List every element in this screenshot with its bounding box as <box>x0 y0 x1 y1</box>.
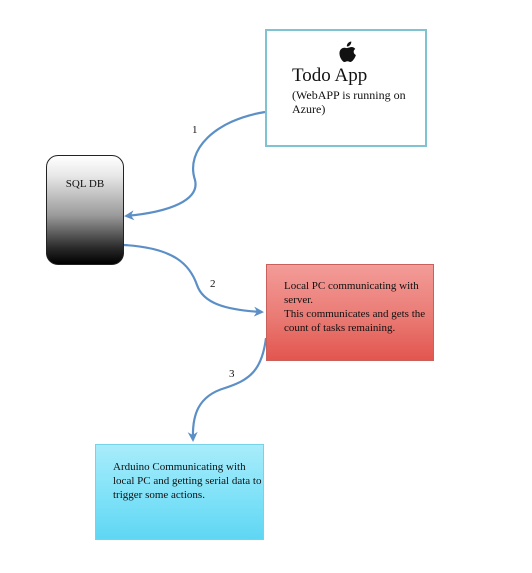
arrow-1 <box>124 110 266 221</box>
todo-app-node: Todo App (WebAPP is running on Azure) <box>265 29 427 147</box>
local-pc-text: Local PC communicating with server. This… <box>284 279 432 335</box>
sql-db-label: SQL DB <box>65 178 105 190</box>
arrow-2 <box>123 243 264 317</box>
local-pc-node: Local PC communicating with server. This… <box>266 264 434 361</box>
edge-label-2: 2 <box>210 278 216 290</box>
local-pc-line-2: This communicates and gets the count of … <box>284 308 426 334</box>
edge-label-3: 3 <box>229 368 235 380</box>
edge-label-1: 1 <box>192 124 198 136</box>
arduino-node: Arduino Communicating with local PC and … <box>95 444 264 540</box>
local-pc-line-1: Local PC communicating with server. <box>284 280 419 306</box>
apple-logo-icon <box>339 41 356 62</box>
todo-app-title: Todo App <box>292 65 368 86</box>
arrow-3 <box>187 337 268 442</box>
todo-app-subtitle: (WebAPP is running on Azure) <box>292 88 406 116</box>
arduino-text: Arduino Communicating with local PC and … <box>113 461 262 501</box>
sql-db-node: SQL DB <box>46 155 124 265</box>
